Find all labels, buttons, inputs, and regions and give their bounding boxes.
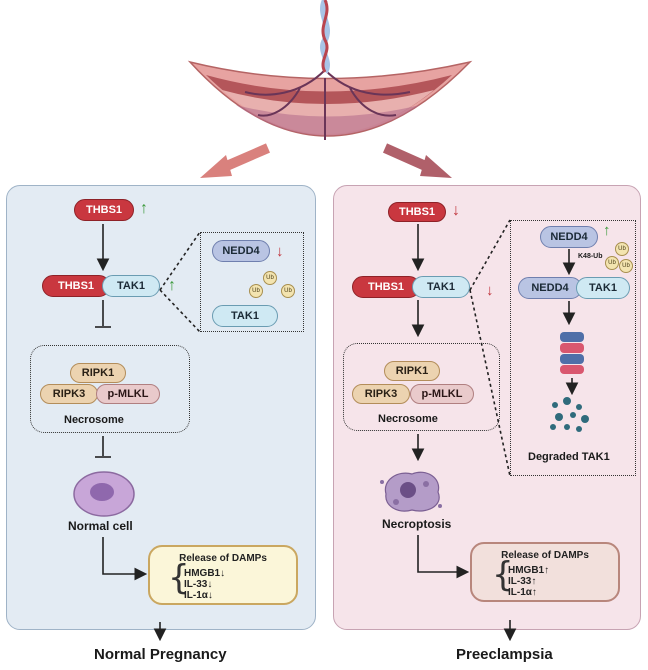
right-damps-box: Release of DAMPs { HMGB1↑ IL-33↑ IL-1α↑ [470,542,620,602]
complex-up-arrow: ↑ [168,277,176,294]
complex-thbs1-right: THBS1 [352,276,420,298]
ub-icon: Ub [619,259,633,273]
right-brace: { [492,555,514,595]
normal-pregnancy-label: Normal Pregnancy [94,646,227,663]
preeclampsia-label: Preeclampsia [456,646,553,663]
thbs1-up-arrow: ↑ [140,200,148,217]
placenta-illustration [187,0,473,178]
left-ripk1: RIPK1 [70,363,126,383]
degraded-fragments-icon [550,397,589,432]
left-inset-tak1: TAK1 [212,305,278,327]
k48-ub-label: K48-Ub [578,253,603,260]
complex-down-arrow: ↓ [486,282,494,299]
left-inset-nedd4: NEDD4 [212,240,270,262]
left-ripk3: RIPK3 [40,384,98,404]
right-necrosome-label: Necrosome [378,413,438,425]
right-damps-item: IL-33↑ [508,576,537,587]
necroptosis-cell-icon [380,471,442,512]
right-inset-complex-tak1: TAK1 [576,277,630,299]
ub-icon: Ub [263,271,277,285]
ub-icon: Ub [605,256,619,270]
left-pmlkl: p-MLKL [96,384,160,404]
right-inset-box [510,220,636,476]
proteasome-icon [560,332,584,374]
left-nedd4-down-arrow: ↓ [276,243,284,260]
right-damps-title: Release of DAMPs [501,550,589,561]
thbs1-left: THBS1 [74,199,134,221]
right-nedd4-up-arrow: ↑ [603,222,611,239]
left-necrosome-label: Necrosome [64,414,124,426]
left-damps-box: Release of DAMPs { HMGB1↓ IL-33↓ IL-1α↓ [148,545,298,605]
left-damps-item: IL-1α↓ [184,590,213,601]
right-necrosome-box [343,343,500,431]
left-necrosome-box [30,345,190,433]
right-damps-item: HMGB1↑ [508,565,550,576]
right-inset-complex-nedd4: NEDD4 [518,277,582,299]
right-ripk3: RIPK3 [352,384,410,404]
ub-icon: Ub [615,242,629,256]
normal-cell-label: Normal cell [68,519,133,533]
left-brace: { [168,558,190,598]
left-damps-item: IL-33↓ [184,579,213,590]
complex-thbs1-left: THBS1 [42,275,110,297]
left-damps-item: HMGB1↓ [184,568,226,579]
right-damps-item: IL-1α↑ [508,587,537,598]
ub-icon: Ub [249,284,263,298]
right-pmlkl: p-MLKL [410,384,474,404]
complex-tak1-right: TAK1 [412,276,470,298]
necroptosis-label: Necroptosis [382,517,452,531]
right-ripk1: RIPK1 [384,361,440,381]
thbs1-right: THBS1 [388,202,446,222]
thbs1-down-arrow: ↓ [452,202,460,219]
degraded-tak1-label: Degraded TAK1 [528,451,610,463]
complex-tak1-left: TAK1 [102,275,160,297]
ub-icon: Ub [281,284,295,298]
right-inset-nedd4: NEDD4 [540,226,598,248]
left-inset-box [200,232,304,332]
left-damps-title: Release of DAMPs [179,553,267,564]
normal-cell-icon [73,471,135,517]
